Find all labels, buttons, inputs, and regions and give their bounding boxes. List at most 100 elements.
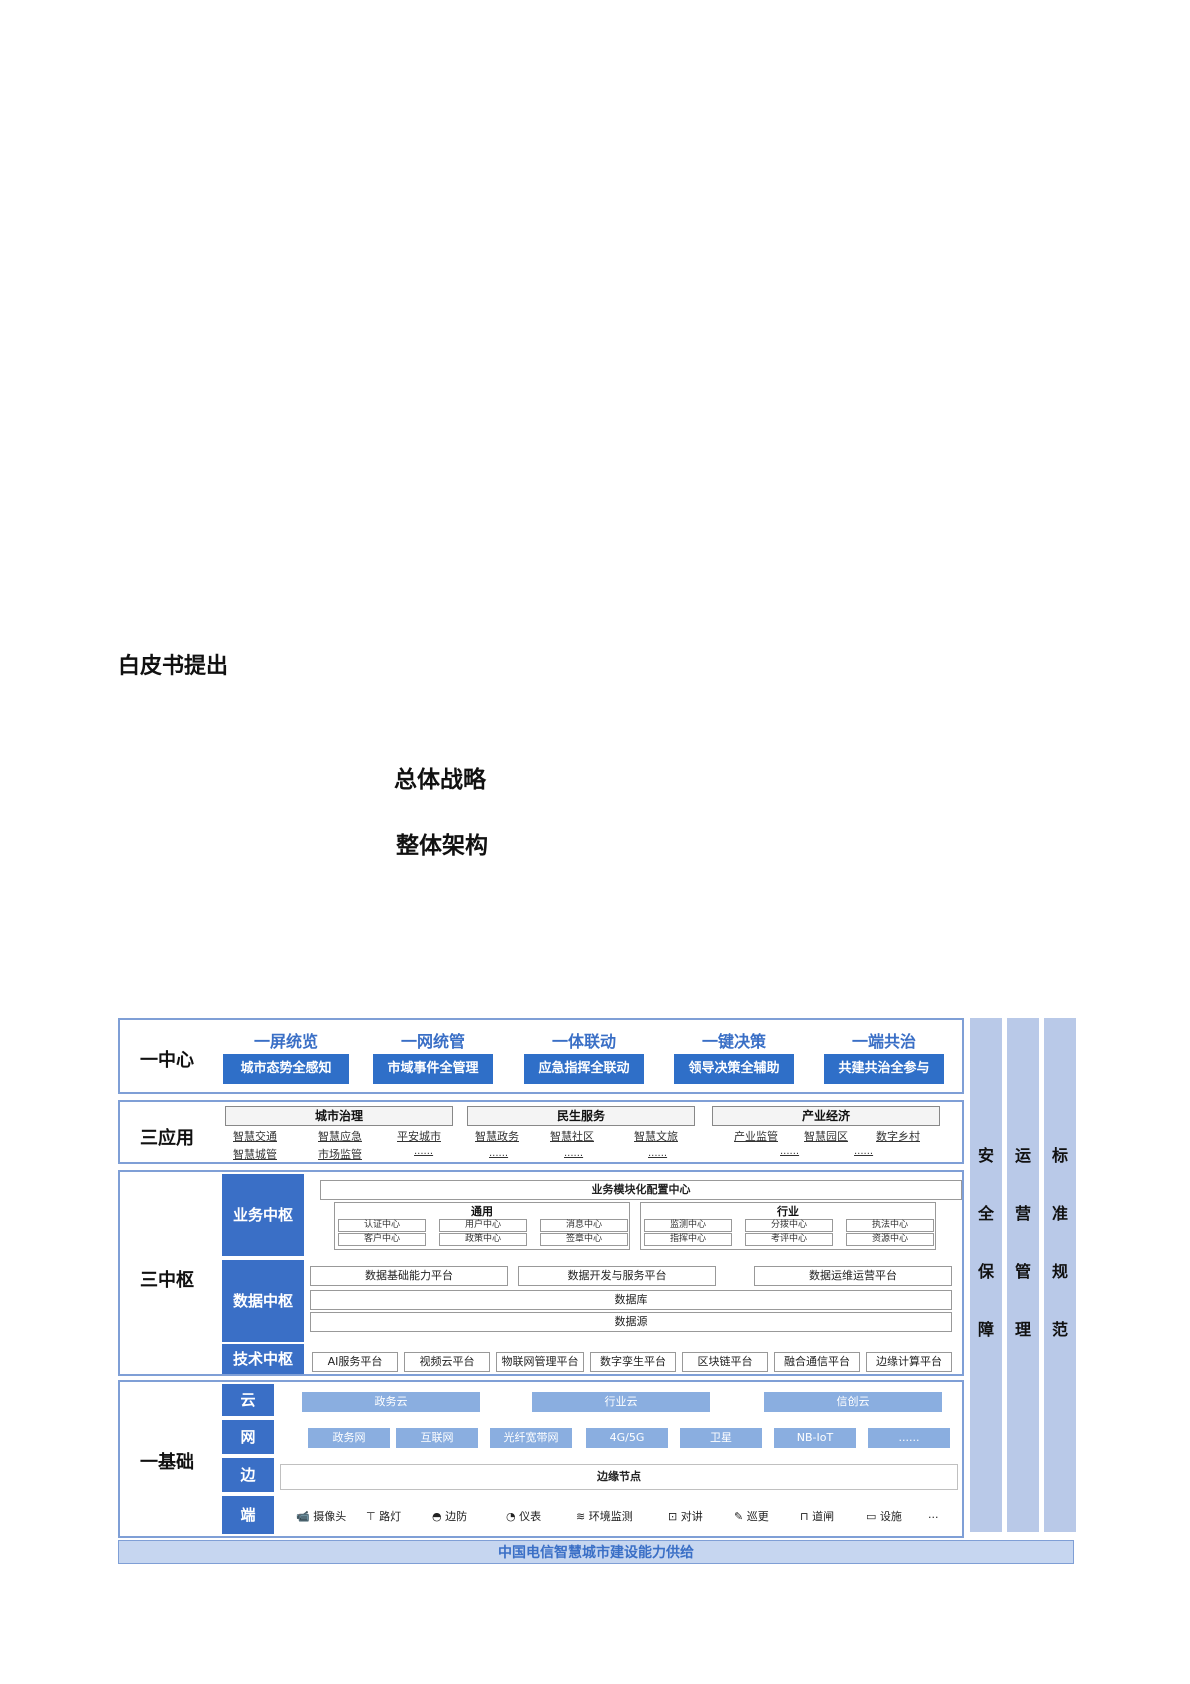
- group-city-governance: 城市治理: [225, 1106, 453, 1126]
- center-button-1: 城市态势全感知: [223, 1054, 349, 1084]
- terminal-facility: ▭ 设施: [866, 1510, 902, 1523]
- app-item: ......: [648, 1148, 668, 1159]
- center-title-2: 一网统管: [400, 1032, 465, 1051]
- industry-title: 行业: [777, 1205, 799, 1218]
- app-item: 产业监管: [734, 1130, 778, 1143]
- side-char: 准: [1051, 1204, 1068, 1223]
- tech-platform: 物联网管理平台: [496, 1352, 584, 1372]
- diagram-footer: 中国电信智慧城市建设能力供给: [118, 1540, 1074, 1564]
- center-button-4: 领导决策全辅助: [674, 1054, 794, 1084]
- group-livelihood: 民生服务: [467, 1106, 695, 1126]
- terminal-intercom: ⊡ 对讲: [668, 1510, 703, 1523]
- patrol-icon: ✎: [734, 1510, 747, 1523]
- environment-icon: ≋: [576, 1510, 589, 1523]
- group-industry-economy: 产业经济: [712, 1106, 940, 1126]
- intercom-icon: ⊡: [668, 1510, 681, 1523]
- center-section: 一中心 一屏统览 城市态势全感知 一网统管 市域事件全管理 一体联动 应急指挥全…: [118, 1018, 964, 1094]
- center-title-1: 一屏统览: [253, 1032, 318, 1051]
- network-item: 互联网: [396, 1428, 478, 1448]
- app-item: ......: [780, 1146, 800, 1157]
- apps-label: 三应用: [140, 1128, 194, 1149]
- app-item: 智慧园区: [804, 1130, 848, 1143]
- general-item: 签章中心: [540, 1233, 628, 1246]
- config-center: 业务模块化配置中心: [320, 1180, 962, 1200]
- industry-item: 执法中心: [846, 1219, 934, 1232]
- app-item: ......: [854, 1146, 874, 1157]
- tech-platform: 视频云平台: [404, 1352, 490, 1372]
- terminal-meter: ◔ 仪表: [506, 1510, 542, 1523]
- general-item: 政策中心: [439, 1233, 527, 1246]
- center-button-2: 市域事件全管理: [373, 1054, 493, 1084]
- terminal-border: ◓ 边防: [432, 1510, 468, 1523]
- database: 数据库: [310, 1290, 952, 1310]
- tech-platform: 区块链平台: [682, 1352, 768, 1372]
- border-icon: ◓: [432, 1510, 446, 1523]
- app-item: ......: [564, 1148, 584, 1159]
- terminal-environment: ≋ 环境监测: [576, 1510, 633, 1523]
- side-char: 规: [1051, 1262, 1068, 1281]
- side-char: 管: [1014, 1262, 1031, 1281]
- center-title-4: 一键决策: [701, 1032, 766, 1051]
- side-char: 安: [977, 1146, 994, 1165]
- center-title-3: 一体联动: [551, 1032, 616, 1051]
- industry-item: 考评中心: [745, 1233, 833, 1246]
- meter-icon: ◔: [506, 1510, 520, 1523]
- general-item: 用户中心: [439, 1219, 527, 1232]
- side-char: 范: [1051, 1320, 1068, 1339]
- terminal-camera: 📹 摄像头: [296, 1510, 347, 1523]
- data-platform: 数据基础能力平台: [310, 1266, 508, 1286]
- data-hub-label: 数据中枢: [222, 1260, 304, 1342]
- app-item: 平安城市: [397, 1130, 441, 1143]
- side-bar-standard: 标 准 规 范: [1044, 1018, 1076, 1532]
- datasource: 数据源: [310, 1312, 952, 1332]
- side-char: 营: [1014, 1204, 1031, 1223]
- apps-section: 三应用 城市治理 智慧交通 智慧应急 平安城市 智慧城管 市场监管 ......…: [118, 1100, 964, 1164]
- general-item: 消息中心: [540, 1219, 628, 1232]
- app-item: 智慧社区: [550, 1130, 594, 1143]
- industry-group: 行业 监测中心 分拨中心 执法中心 指挥中心 考评中心 资源中心: [640, 1202, 936, 1250]
- app-item: 市场监管: [318, 1148, 362, 1161]
- tech-platform: 融合通信平台: [774, 1352, 860, 1372]
- general-item: 认证中心: [338, 1219, 426, 1232]
- streetlight-icon: ⊤: [366, 1510, 380, 1523]
- hubs-section: 三中枢 业务中枢 业务模块化配置中心 通用 认证中心 用户中心 消息中心 客户中…: [118, 1170, 964, 1376]
- cloud-item: 信创云: [764, 1392, 942, 1412]
- network-item: NB-IoT: [774, 1428, 856, 1448]
- foundation-section: 一基础 云 政务云 行业云 信创云 网 政务网 互联网 光纤宽带网 4G/5G …: [118, 1380, 964, 1538]
- side-char: 保: [977, 1262, 994, 1281]
- architecture-diagram: 一中心 一屏统览 城市态势全感知 一网统管 市域事件全管理 一体联动 应急指挥全…: [118, 1018, 1076, 1564]
- industry-item: 指挥中心: [644, 1233, 732, 1246]
- network-item: 卫星: [680, 1428, 762, 1448]
- app-item: 智慧交通: [233, 1130, 277, 1143]
- side-char: 标: [1051, 1146, 1068, 1165]
- terminal-label: 端: [222, 1496, 274, 1534]
- app-item: ......: [489, 1148, 509, 1159]
- app-item: 智慧文旅: [634, 1130, 678, 1143]
- heading-strategy: 总体战略: [394, 767, 486, 793]
- side-bar-operation: 运 营 管 理: [1007, 1018, 1039, 1532]
- network-label: 网: [222, 1420, 274, 1454]
- heading-white-paper: 白皮书提出: [118, 654, 229, 679]
- center-button-5: 共建共治全参与: [824, 1054, 944, 1084]
- cloud-item: 政务云: [302, 1392, 480, 1412]
- gate-icon: ⊓: [800, 1510, 813, 1523]
- industry-item: 监测中心: [644, 1219, 732, 1232]
- facility-icon: ▭: [866, 1510, 880, 1523]
- general-item: 客户中心: [338, 1233, 426, 1246]
- center-title-5: 一端共治: [851, 1032, 916, 1051]
- heading-architecture: 整体架构: [396, 833, 488, 859]
- industry-item: 资源中心: [846, 1233, 934, 1246]
- side-char: 理: [1014, 1320, 1031, 1339]
- industry-item: 分拨中心: [745, 1219, 833, 1232]
- app-item: 智慧城管: [233, 1148, 277, 1161]
- tech-hub-label: 技术中枢: [222, 1344, 304, 1374]
- center-button-3: 应急指挥全联动: [524, 1054, 644, 1084]
- edge-label: 边: [222, 1458, 274, 1492]
- network-item: ......: [868, 1428, 950, 1448]
- edge-node: 边缘节点: [280, 1464, 958, 1490]
- business-hub-label: 业务中枢: [222, 1174, 304, 1256]
- terminal-gate: ⊓ 道闸: [800, 1510, 835, 1523]
- side-char: 障: [977, 1320, 994, 1339]
- app-item: ......: [414, 1146, 434, 1157]
- side-bar-security: 安 全 保 障: [970, 1018, 1002, 1532]
